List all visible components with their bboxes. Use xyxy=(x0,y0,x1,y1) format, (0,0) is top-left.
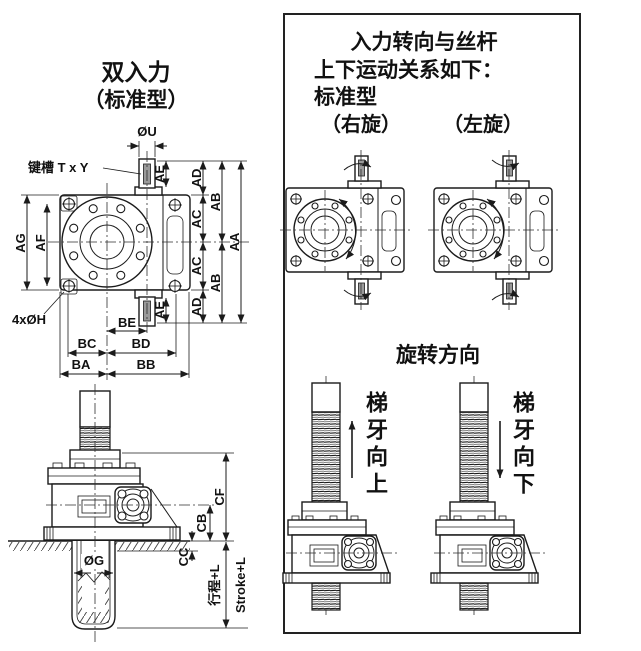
dim-ad-top: AD xyxy=(189,169,204,188)
dim-ac-top: AC xyxy=(189,209,204,228)
dim-dia-u: ØU xyxy=(137,124,157,139)
shaft-rotation-arrow-bottom xyxy=(343,289,372,301)
right-panel-border xyxy=(283,13,581,634)
left-title-line1: 双入力 xyxy=(102,59,171,85)
dim-stroke-en: Stroke+L xyxy=(233,557,248,613)
dim-ae-bottom: AE xyxy=(152,301,167,319)
screw-down-label: 梯牙向下 xyxy=(510,391,535,499)
dim-bd: BD xyxy=(132,336,151,351)
rotation-arc-cw xyxy=(338,198,356,260)
right-hand-label: （右旋） xyxy=(321,112,401,136)
dim-aa: AA xyxy=(227,232,242,251)
shaft-rotation-arrow-top xyxy=(343,159,372,171)
side-view-centerlines xyxy=(46,384,216,645)
dim-dia-g: ØG xyxy=(84,553,104,568)
dim-cb: CB xyxy=(194,514,209,533)
dim-ab-bottom: AB xyxy=(208,274,223,293)
left-hand-label: （左旋） xyxy=(443,112,523,136)
right-panel: 入力转向与丝杆 上下运动关系如下： 标准型 （右旋） （左旋） xyxy=(280,13,581,634)
side-view-body xyxy=(8,390,190,630)
heading-line1: 入力转向与丝杆 xyxy=(351,30,498,54)
shaft-rotation-arrow-top xyxy=(491,159,520,171)
dim-be: BE xyxy=(118,315,136,330)
front-view-centerlines xyxy=(48,151,250,380)
left-title: 双入力 （标准型） xyxy=(84,59,189,112)
rotation-heading: 旋转方向 xyxy=(395,343,480,367)
gearbox-right-hand xyxy=(280,150,412,310)
shaft-rotation-arrow-bottom xyxy=(491,289,520,301)
front-view-body xyxy=(59,158,191,327)
jack-screw-down xyxy=(430,376,546,618)
heading-line2: 上下运动关系如下： xyxy=(314,58,503,82)
dim-af: AF xyxy=(33,234,48,251)
dim-stroke-cn: 行程+L xyxy=(207,564,222,607)
keyway-label: 键槽 T x Y xyxy=(27,160,89,175)
right-panel-headings: 入力转向与丝杆 上下运动关系如下： 标准型 （右旋） （左旋） xyxy=(314,30,523,136)
gearbox-left-hand xyxy=(428,150,560,310)
dim-ae-top: AE xyxy=(152,165,167,183)
front-view-dimensions: ØU 键槽 T x Y 4xØH AG AF AE AE AD A xyxy=(12,124,247,378)
dim-ba: BA xyxy=(72,357,91,372)
heading-line3: 标准型 xyxy=(314,85,377,109)
left-title-line2: （标准型） xyxy=(84,88,189,112)
mount-holes xyxy=(62,197,182,293)
dim-ad-bottom: AD xyxy=(189,298,204,317)
dim-ag: AG xyxy=(13,233,28,253)
dim-cf: CF xyxy=(212,488,227,505)
dim-cc: CC xyxy=(176,547,191,566)
screw-up-label: 梯牙向上 xyxy=(363,391,388,499)
dim-ab-top: AB xyxy=(208,193,223,212)
dim-bc: BC xyxy=(78,336,97,351)
side-view-dimensions: ØG CF CB CC 行程+L Stroke+L xyxy=(74,452,248,629)
rotation-arc-ccw xyxy=(486,198,504,260)
dim-ac-bottom: AC xyxy=(189,256,204,275)
side-view: ØG CF CB CC 行程+L Stroke+L xyxy=(8,384,248,645)
dim-bb: BB xyxy=(137,357,156,372)
front-view: ØU 键槽 T x Y 4xØH AG AF AE AE AD A xyxy=(12,124,250,380)
jack-screw-up xyxy=(282,376,398,618)
mount-holes-label: 4xØH xyxy=(12,312,46,327)
